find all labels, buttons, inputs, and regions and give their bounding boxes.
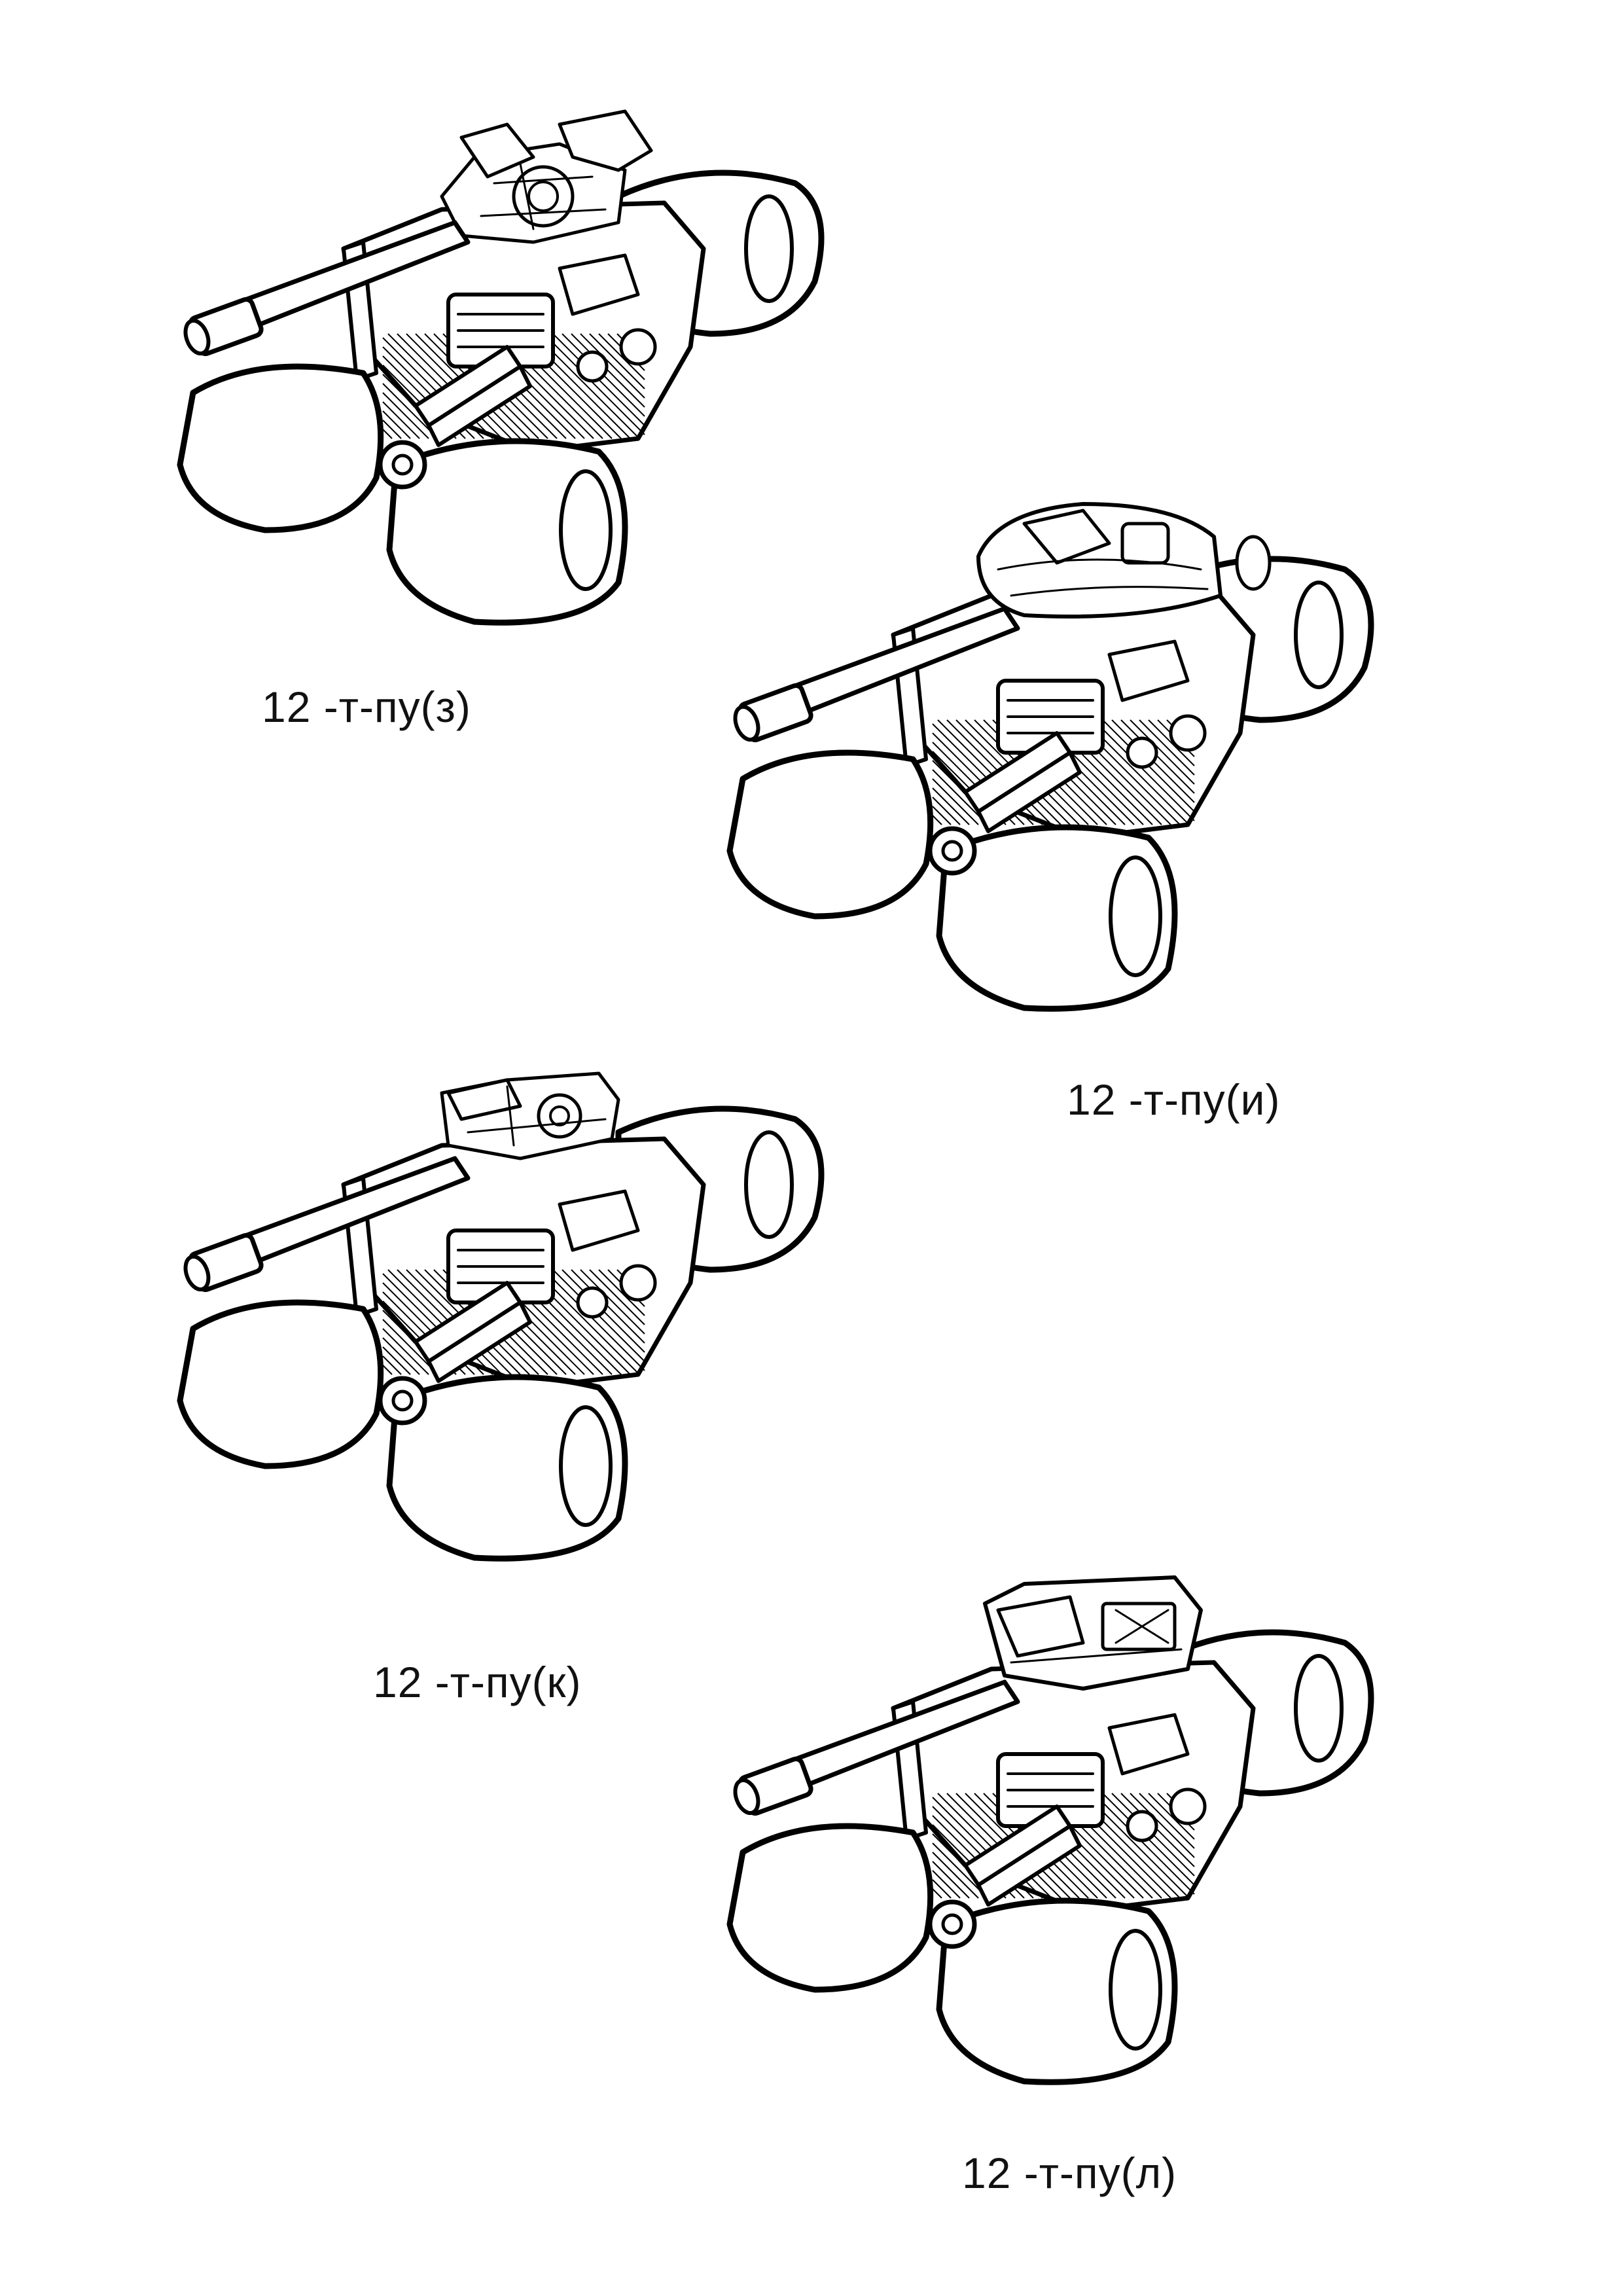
front-right-wheel	[386, 1374, 628, 1562]
caption-k: 12 -т-пу(к)	[373, 1658, 582, 1706]
front-left-wheel	[726, 1823, 934, 1993]
vehicle-sketch-k	[167, 1034, 887, 1577]
front-left-wheel	[177, 1299, 384, 1469]
front-right-wheel	[386, 438, 628, 626]
caption-i: 12 -т-пу(и)	[1067, 1075, 1281, 1124]
front-left-wheel	[726, 749, 934, 920]
caption-z: 12 -т-пу(з)	[262, 683, 471, 731]
vehicle-sketch-z	[167, 98, 887, 641]
front-left-wheel	[177, 363, 384, 533]
vehicle-sketch-i	[717, 484, 1436, 1028]
vehicle-sketch-l	[717, 1558, 1436, 2101]
front-right-wheel	[936, 1897, 1178, 2085]
caption-l: 12 -т-пу(л)	[962, 2149, 1177, 2197]
front-right-wheel	[936, 824, 1178, 1012]
